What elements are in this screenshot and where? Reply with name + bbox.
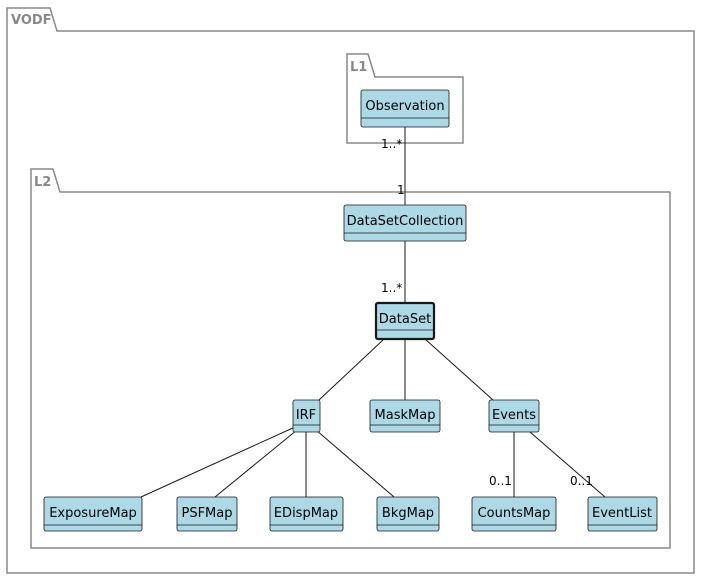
class-irf-box[interactable] (292, 399, 321, 433)
associations (140, 127, 606, 498)
package-l1: L1 (346, 53, 464, 144)
package-l2-label: L2 (34, 175, 51, 190)
multiplicity-labels: 1..* 1 1..* 0..1 0..1 (381, 137, 593, 488)
class-bkg-map-box[interactable] (376, 496, 440, 532)
package-l1-frame (346, 53, 464, 144)
mult-dataset: 1..* (381, 281, 402, 295)
class-observation[interactable]: Observation (360, 89, 450, 128)
package-l2-frame (30, 168, 671, 549)
mult-eventlist: 0..1 (570, 474, 593, 488)
class-psf-map-name: PSFMap (181, 506, 232, 521)
package-vodf-label: VODF (11, 13, 52, 28)
mult-collection: 1 (397, 183, 405, 197)
class-dataset-collection-name: DataSetCollection (347, 214, 464, 229)
class-counts-map-box[interactable] (471, 496, 557, 532)
class-exposure-map[interactable]: ExposureMap (43, 496, 143, 532)
class-counts-map[interactable]: CountsMap (471, 496, 557, 532)
class-exposure-map-name: ExposureMap (49, 506, 137, 521)
mult-observation: 1..* (381, 137, 402, 151)
class-bkg-map-name: BkgMap (382, 506, 434, 521)
class-events[interactable]: Events (488, 399, 540, 433)
edge-dataset-events (424, 338, 494, 401)
class-observation-name: Observation (365, 99, 444, 114)
class-mask-map[interactable]: MaskMap (369, 399, 441, 433)
package-l1-label: L1 (350, 60, 367, 75)
edge-events-eventlist (529, 431, 606, 498)
edge-irf-psfmap (214, 429, 298, 498)
package-l2: L2 (30, 168, 671, 549)
class-counts-map-name: CountsMap (478, 506, 551, 521)
class-exposure-map-box[interactable] (43, 496, 143, 532)
class-irf-name: IRF (296, 408, 316, 423)
package-vodf-frame (6, 7, 695, 574)
class-mask-map-box[interactable] (369, 399, 441, 433)
class-events-box[interactable] (488, 399, 540, 433)
class-dataset-collection[interactable]: DataSetCollection (343, 204, 467, 242)
class-event-list[interactable]: EventList (587, 496, 658, 532)
class-events-name: Events (492, 408, 536, 423)
class-edisp-map-name: EDispMap (274, 506, 338, 521)
class-mask-map-name: MaskMap (375, 408, 436, 423)
class-psf-map-box[interactable] (176, 496, 238, 532)
class-edisp-map-box[interactable] (269, 496, 344, 532)
class-dataset-collection-box[interactable] (343, 204, 467, 242)
edge-dataset-irf (318, 338, 385, 401)
class-event-list-name: EventList (592, 506, 652, 521)
class-dataset-name: DataSet (379, 312, 431, 327)
class-dataset[interactable]: DataSet (374, 301, 436, 341)
class-event-list-box[interactable] (587, 496, 658, 532)
class-psf-map[interactable]: PSFMap (176, 496, 238, 532)
edge-irf-bkgmap (315, 429, 395, 498)
class-irf[interactable]: IRF (292, 399, 321, 433)
class-edisp-map[interactable]: EDispMap (269, 496, 344, 532)
class-bkg-map[interactable]: BkgMap (376, 496, 440, 532)
edge-irf-exposuremap (140, 426, 296, 498)
mult-countsmap: 0..1 (489, 474, 512, 488)
package-vodf: VODF (6, 7, 695, 574)
